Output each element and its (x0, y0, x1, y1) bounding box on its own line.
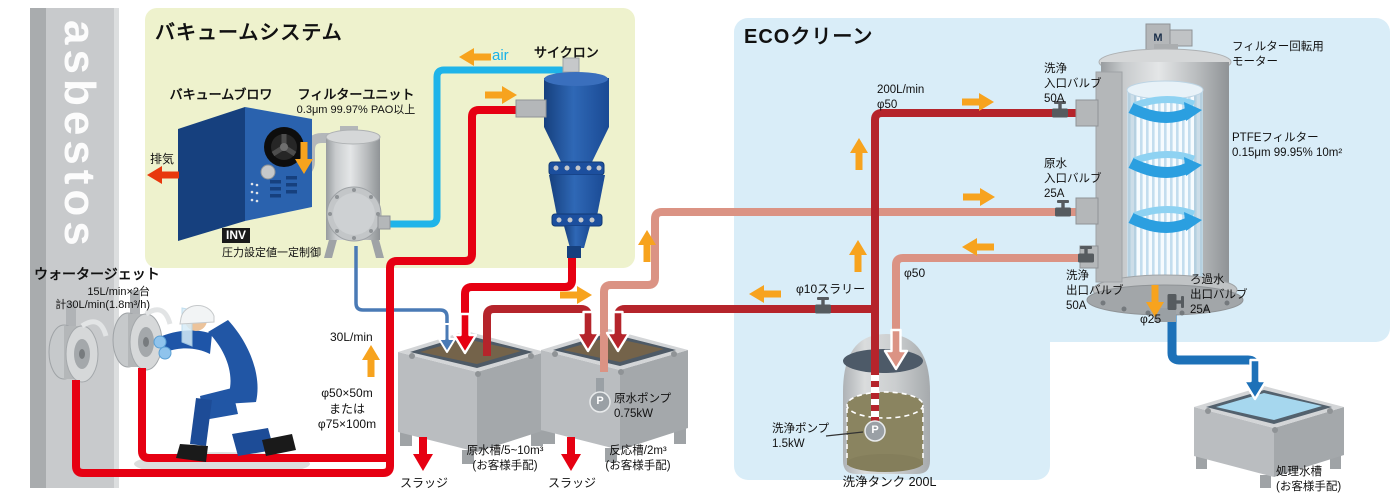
sludge-arrow-icon (561, 437, 581, 471)
wash-feed-pipe (871, 109, 1078, 424)
motor-symbol: M (1153, 32, 1163, 44)
raw-pump-label: 原水ポンプ 0.75kW (614, 393, 672, 420)
filtrate-dia-label: φ25 (1140, 312, 1162, 326)
reaction-tank-label: 反応槽/2m³ (お客様手配) (605, 445, 671, 472)
treated-tank-label: 処理水槽 (お客様手配) (1276, 466, 1342, 493)
sludge-label-left: スラッジ (400, 476, 449, 490)
treated-water-tank (1194, 386, 1344, 488)
waterjet-spec-total: 計30L/min(1.8m³/h) (55, 299, 150, 311)
sludge-label-right: スラッジ (548, 476, 597, 490)
exhaust-label: 排気 (150, 152, 175, 166)
filtrate-outlet-valve-label: ろ過水 出口バルブ 25A (1190, 274, 1248, 316)
waterjet-title: ウォータージェット (34, 266, 160, 282)
sludge-arrow-icon (413, 437, 433, 471)
blower-label: バキュームブロワ (169, 87, 273, 102)
feed-flow-label: 200L/min φ50 (877, 84, 925, 111)
cyclone (515, 57, 609, 258)
flow-arrow-up-icon (362, 345, 380, 377)
filter-unit-spec: 0.3μm 99.97% PAO以上 (296, 104, 416, 116)
drain-pipe (354, 246, 449, 334)
raw-pump-icon (589, 391, 611, 413)
wash-outlet-pipe (892, 254, 1104, 342)
slurry-valve-icon (815, 297, 831, 314)
wash-pump-icon (864, 420, 886, 442)
wash-inlet-valve-label: 洗浄 入口バルブ 50A (1044, 63, 1102, 105)
eco-title: ECOクリーン (744, 26, 874, 48)
ptfe-label: PTFEフィルター 0.15μm 99.95% 10m² (1232, 132, 1343, 159)
asbestos-wall (30, 8, 119, 488)
wash-pump-symbol: P (871, 424, 879, 436)
wash-outlet-valve-label: 洗浄 出口バルブ 50A (1066, 270, 1124, 312)
motor-label: フィルター回転用 モーター (1232, 41, 1324, 68)
inv-note: 圧力設定値一定制御 (222, 247, 321, 259)
wash-pump-label: 洗浄ポンプ 1.5kW (772, 423, 830, 450)
vacuum-title: バキュームシステム (155, 22, 343, 44)
wash-tank-label: 洗浄タンク 200L (842, 475, 937, 489)
cyclone-label: サイクロン (534, 45, 599, 60)
raw-inlet-port (1075, 197, 1099, 225)
hose-spec-label: φ50×50m または φ75×100m (317, 386, 377, 432)
wash-return-dia-label: φ50 (904, 266, 926, 280)
raw-inlet-valve-icon (1055, 200, 1071, 217)
jet-hoses (72, 106, 576, 477)
worker-figure (153, 304, 296, 462)
wash-outlet-valve-icon (1078, 246, 1094, 263)
blower-outlet-port (260, 164, 276, 180)
jet-hose-a (72, 106, 520, 477)
salmon-pipes (600, 208, 1104, 372)
vacuum-blower (178, 107, 312, 241)
filter-unit-outlet-port (377, 215, 391, 230)
raw-pump-stub (596, 378, 604, 394)
filtrate-outlet-valve-icon (1167, 294, 1184, 310)
eco-filter-vessel (1075, 23, 1244, 322)
wash-pump-leader (825, 431, 864, 437)
jet-hose-b (138, 368, 394, 462)
wash-tank (843, 334, 930, 474)
raw-tank-label: 原水槽/5~10m³ (お客様手配) (466, 445, 544, 472)
drain-flow-label: 30L/min (330, 330, 373, 344)
inv-badge: INV (222, 228, 251, 243)
slurry-dia-label: φ10スラリー (796, 282, 866, 296)
waterjet-spec-units: 15L/min×2台 (87, 286, 150, 298)
filter-unit-label: フィルターユニット (297, 87, 415, 102)
cyclone-discharge-pipe (461, 256, 576, 328)
raw-inlet-pipe (600, 208, 1082, 372)
raw-inlet-valve-label: 原水 入口バルブ 25A (1044, 158, 1102, 200)
cyclone-inlet-port (515, 99, 547, 118)
air-label: air (492, 47, 509, 64)
vacuum-filter-unit (324, 126, 391, 258)
waterjet-reels (48, 290, 173, 383)
raw-pump-symbol: P (596, 395, 604, 407)
wash-inlet-port (1075, 99, 1099, 127)
wall-label: asbestos (55, 20, 104, 251)
